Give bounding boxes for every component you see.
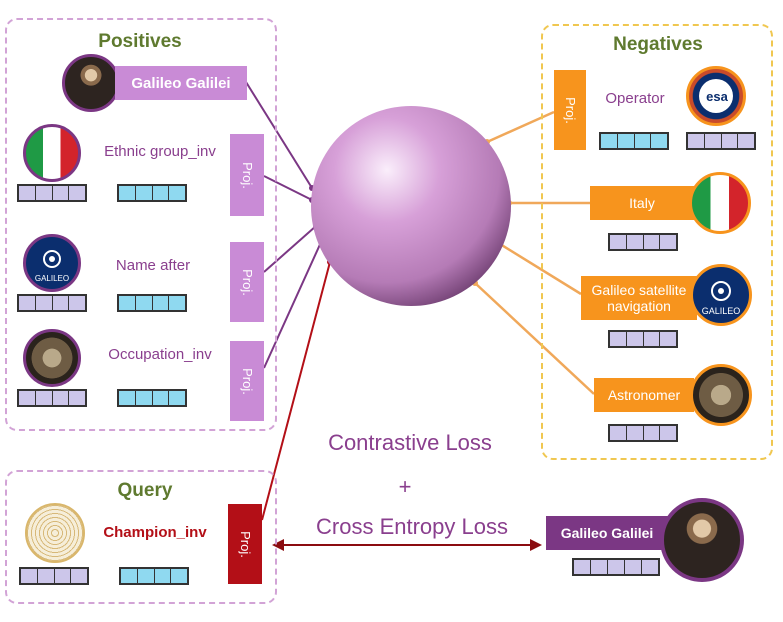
italy-flag-icon xyxy=(23,124,81,182)
proj-block-2: Proj. xyxy=(230,242,264,322)
astronomer-painting-icon xyxy=(23,329,81,387)
champion-inv-label: Champion_inv xyxy=(103,524,207,541)
galileo-logo-text: GALILEO xyxy=(35,274,69,283)
query-panel xyxy=(5,470,277,604)
entity-vector xyxy=(608,233,678,251)
proj-block-negative: Proj. xyxy=(554,70,586,150)
occupation-inv-label: Occupation_inv xyxy=(108,346,212,363)
esa-logo-text: esa xyxy=(706,89,728,104)
negatives-title: Negatives xyxy=(613,34,703,55)
astronomer-label: Astronomer xyxy=(594,378,694,412)
contrastive-loss-text: Contrastive Loss xyxy=(328,430,492,455)
relation-vector xyxy=(117,184,187,202)
galileo-portrait-icon xyxy=(660,498,744,582)
proj-block-3: Proj. xyxy=(230,341,264,421)
galileo-logo-text: GALILEO xyxy=(702,306,741,316)
astronomer-painting-icon xyxy=(690,364,752,426)
entity-vector xyxy=(19,567,89,585)
galileo-logo-icon: GALILEO xyxy=(690,264,752,326)
operator-label: Operator xyxy=(605,90,665,107)
proj-block-1: Proj. xyxy=(230,134,264,216)
positives-panel xyxy=(5,18,277,431)
esa-logo-icon: esa xyxy=(686,66,746,126)
plus-sign: + xyxy=(398,474,412,499)
ethnic-group-inv-label: Ethnic group_inv xyxy=(104,143,216,160)
relation-vector xyxy=(117,294,187,312)
entity-vector xyxy=(608,330,678,348)
edge-galileo-sat-to-sphere xyxy=(499,242,582,296)
name-after-label: Name after xyxy=(115,257,191,274)
italy-label: Italy xyxy=(590,186,694,220)
champion-trophy-icon xyxy=(25,503,85,563)
entity-vector xyxy=(686,132,756,150)
edge-proj2-to-sphere xyxy=(263,225,317,273)
galileo-portrait-icon xyxy=(62,54,120,112)
proj-block-query: Proj. xyxy=(228,504,262,584)
entity-vector xyxy=(17,389,87,407)
query-title: Query xyxy=(117,480,173,501)
relation-vector xyxy=(599,132,669,150)
relation-vector xyxy=(117,389,187,407)
embedding-sphere xyxy=(311,106,511,306)
galileo-logo-icon: GALILEO xyxy=(23,234,81,292)
entity-vector xyxy=(608,424,678,442)
cross-entropy-loss-text: Cross Entropy Loss xyxy=(316,514,508,539)
galileo-galilei-label: Galileo Galilei xyxy=(115,66,247,100)
edge-galileo-to-sphere xyxy=(245,81,313,189)
edge-astronomer-to-sphere xyxy=(474,282,595,395)
negatives-panel xyxy=(541,24,773,460)
relation-vector xyxy=(119,567,189,585)
italy-flag-icon xyxy=(689,172,751,234)
edge-proj1-to-sphere xyxy=(263,175,313,201)
positives-title: Positives xyxy=(98,31,182,52)
galileo-satellite-navigation-label: Galileo satellite navigation xyxy=(581,276,697,320)
edge-proj3-to-sphere xyxy=(263,239,323,369)
entity-vector xyxy=(17,184,87,202)
output-galileo-galilei-label: Galileo Galilei xyxy=(546,516,668,550)
entity-vector xyxy=(572,558,660,576)
entity-vector xyxy=(17,294,87,312)
